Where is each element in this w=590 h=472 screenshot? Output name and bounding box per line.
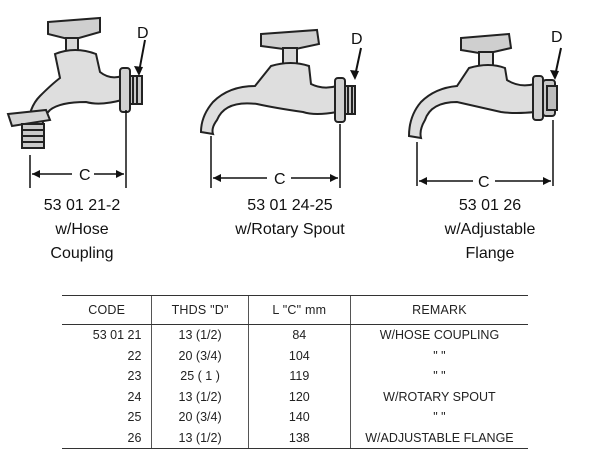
cell-remark: W/ROTARY SPOUT xyxy=(349,386,528,407)
product-caption-adjustable-flange: 53 01 26 w/Adjustable Flange xyxy=(420,194,560,266)
product-caption-hose-coupling: 53 01 21-2 w/Hose Coupling xyxy=(22,194,142,266)
cell-length: 138 xyxy=(247,427,351,449)
dimension-d-label: D xyxy=(351,31,363,48)
cell-threads: 13 (1/2) xyxy=(151,427,249,449)
faucet-rotary-spout-drawing: D C xyxy=(199,28,363,188)
table-row: 22 20 (3/4) 104 " " xyxy=(62,345,528,366)
cell-length: 140 xyxy=(247,407,351,428)
cell-threads: 20 (3/4) xyxy=(151,407,249,428)
cell-length: 120 xyxy=(247,386,351,407)
cell-remark: W/ADJUSTABLE FLANGE xyxy=(349,427,528,449)
table-row: 53 01 21 13 (1/2) 84 W/HOSE COUPLING xyxy=(62,324,528,346)
cell-length: 119 xyxy=(247,366,351,387)
product-code: 53 01 26 xyxy=(458,197,522,214)
cell-remark: " " xyxy=(349,366,528,387)
cell-length: 104 xyxy=(247,345,351,366)
product-variant-line2: Coupling xyxy=(50,245,114,262)
column-header-threads: THDS "D" xyxy=(151,295,249,325)
cell-code: 26 xyxy=(62,427,152,449)
dimension-c-label: C xyxy=(478,174,490,191)
product-variant: w/Hose xyxy=(55,221,109,238)
specification-table: CODE THDS "D" L "C" mm REMARK 53 01 21 1… xyxy=(62,295,528,449)
cell-code: 24 xyxy=(127,389,142,404)
dimension-c-label: C xyxy=(274,171,286,188)
product-code: 53 01 21-2 xyxy=(43,197,121,214)
table-row: 24 13 (1/2) 120 W/ROTARY SPOUT xyxy=(62,386,528,407)
cell-threads: 13 (1/2) xyxy=(151,324,249,346)
faucet-hose-coupling-drawing: D C xyxy=(6,16,149,188)
column-header-code: CODE xyxy=(62,295,152,325)
cell-code: 25 xyxy=(127,410,142,425)
table-row: 23 25 ( 1 ) 119 " " xyxy=(62,366,528,387)
cell-length: 84 xyxy=(247,324,351,346)
cell-threads: 25 ( 1 ) xyxy=(151,366,249,387)
column-header-length: L "C" mm xyxy=(247,295,351,325)
cell-code: 22 xyxy=(127,348,142,363)
cell-threads: 20 (3/4) xyxy=(151,345,249,366)
table-row: 26 13 (1/2) 138 W/ADJUSTABLE FLANGE xyxy=(62,427,528,449)
product-variant-line2: Flange xyxy=(465,245,515,262)
cell-code: 53 01 21 xyxy=(92,328,142,343)
product-code: 53 01 24-25 xyxy=(247,197,333,214)
product-caption-rotary-spout: 53 01 24-25 w/Rotary Spout xyxy=(210,194,370,242)
product-variant: w/Rotary Spout xyxy=(235,221,345,238)
column-header-remark: REMARK xyxy=(349,295,528,325)
cell-threads: 13 (1/2) xyxy=(151,386,249,407)
cell-remark: W/HOSE COUPLING xyxy=(349,324,528,346)
dimension-d-label: D xyxy=(551,29,563,46)
cell-remark: " " xyxy=(349,407,528,428)
dimension-c-label: C xyxy=(79,167,91,184)
dimension-d-label: D xyxy=(137,25,149,42)
cell-remark: " " xyxy=(349,345,528,366)
table-row: 25 20 (3/4) 140 " " xyxy=(62,407,528,428)
product-variant: w/Adjustable xyxy=(444,221,536,238)
cell-code: 23 xyxy=(127,369,142,384)
table-header-row: CODE THDS "D" L "C" mm REMARK xyxy=(62,295,528,325)
faucet-adjustable-flange-drawing: D C xyxy=(407,29,563,191)
